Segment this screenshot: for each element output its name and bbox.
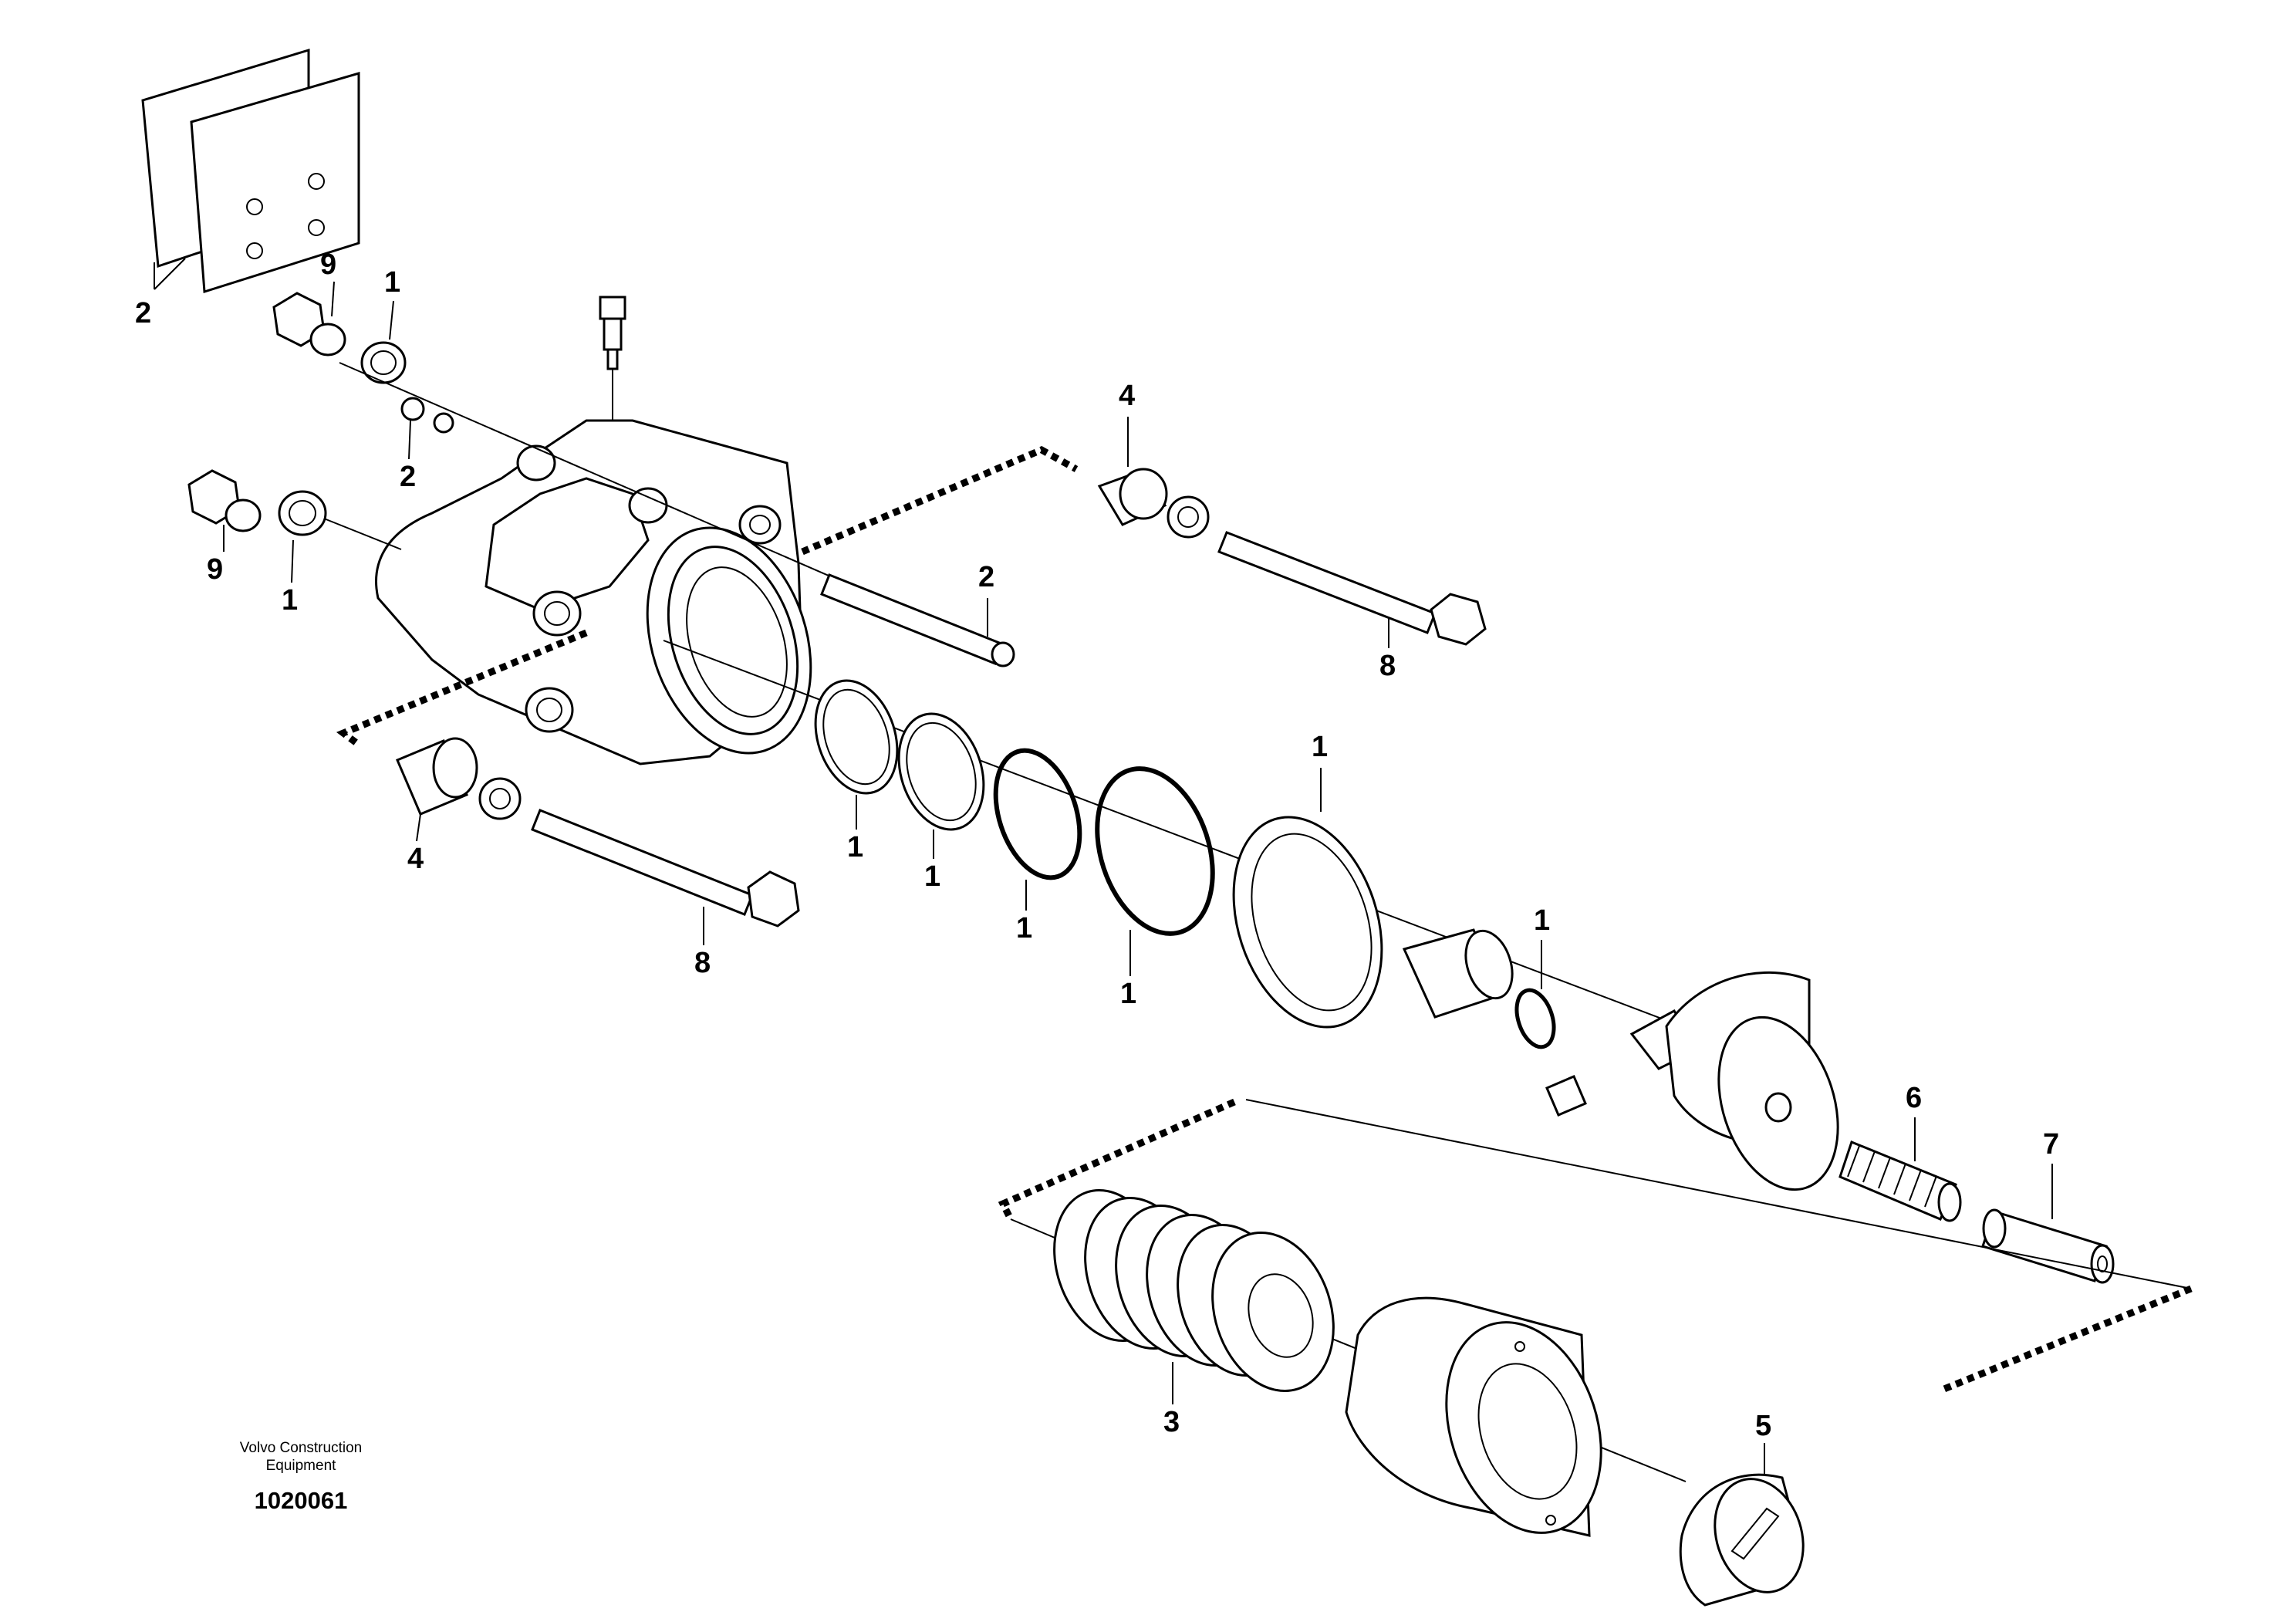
company-name-line2: Equipment: [266, 1458, 337, 1474]
callout-guide-pin: 2: [978, 561, 994, 593]
plug-top: [272, 292, 454, 434]
piston: [1545, 971, 1839, 1191]
dashed-leader-top: [801, 445, 1079, 556]
axis-main: [663, 640, 1683, 1027]
piston-plug: [1402, 928, 1514, 1019]
callout-plug-left: 9: [207, 553, 223, 586]
callout-ring-a: 1: [847, 831, 863, 863]
callout-bushing-top: 4: [1119, 380, 1135, 412]
callout-washer-left: 1: [282, 584, 298, 617]
callout-washer-top: 1: [384, 266, 400, 299]
callout-nuts: 2: [400, 461, 416, 493]
callout-spring: 6: [1906, 1082, 1922, 1114]
callout-ring-b: 1: [924, 860, 940, 893]
brake-pads: [141, 48, 360, 293]
caliper-housing: [375, 419, 812, 765]
guide-pin: [820, 573, 1015, 667]
bellows: [1053, 1188, 1335, 1393]
dashed-leader-right: [1943, 1285, 2193, 1393]
callout-bolt-left: 8: [694, 947, 711, 979]
callout-seal-large: 1: [1312, 731, 1328, 763]
bolt-left: [531, 809, 800, 928]
callout-brake-pads: 2: [135, 297, 151, 329]
axis-left: [323, 518, 402, 550]
sleeve: [1981, 1208, 2115, 1284]
bolt-top: [1217, 531, 1487, 646]
callout-plug-top: 9: [320, 248, 336, 281]
bushing-left: [396, 737, 522, 820]
callout-oring-b: 1: [1120, 978, 1136, 1010]
bushing-top: [1097, 468, 1210, 539]
dashed-leader-left: [336, 629, 588, 748]
callout-cover: 5: [1755, 1410, 1771, 1442]
spring: [1838, 1140, 1962, 1222]
callout-bolt-top: 8: [1379, 650, 1396, 682]
axis-bottom-right: [1245, 1099, 2192, 1289]
drawing-number: 1020061: [255, 1487, 348, 1514]
dashed-leader-bottom: [998, 1098, 1236, 1222]
seal-rings: [814, 679, 1556, 1049]
cover: [1679, 1473, 1805, 1607]
callout-sleeve: 7: [2043, 1128, 2059, 1161]
piston-drum: [1345, 1296, 1602, 1537]
callout-bushing-left: 4: [407, 843, 424, 875]
callout-oring-small: 1: [1534, 904, 1550, 937]
callout-bellows: 3: [1163, 1406, 1180, 1438]
callout-oring-a: 1: [1016, 912, 1032, 944]
company-name-line1: Volvo Construction: [240, 1440, 362, 1456]
plug-left: [187, 469, 327, 536]
footer: Volvo Construction Equipment 1020061: [240, 1440, 362, 1514]
